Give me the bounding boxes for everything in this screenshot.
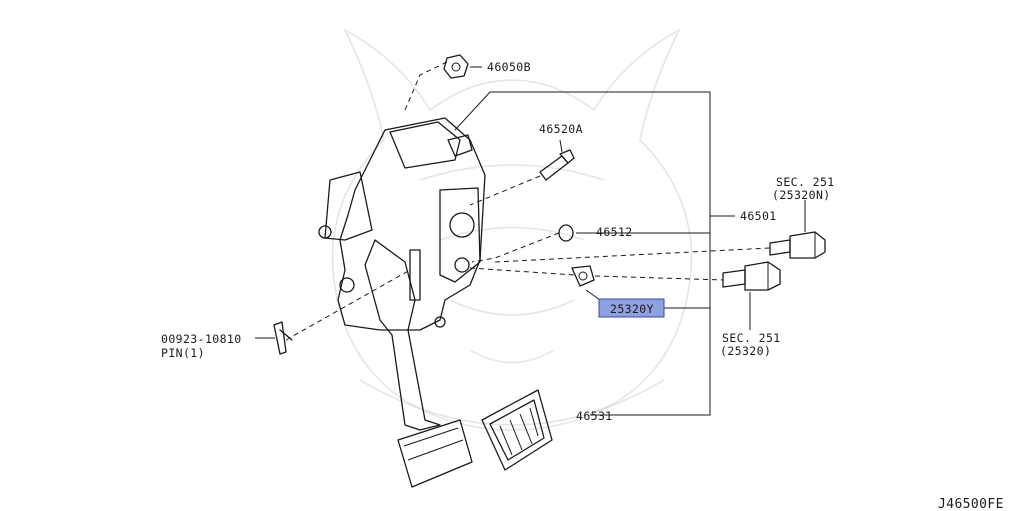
leader-lines: [255, 66, 806, 416]
label-25320y[interactable]: 25320Y: [610, 302, 654, 316]
watermark-emblem: [331, 28, 693, 431]
label-46531[interactable]: 46531: [576, 409, 613, 423]
dashed-guides: [285, 61, 771, 341]
pedal-bracket: [318, 117, 486, 331]
bolt-46520a: [539, 149, 575, 181]
switch-25320n: [769, 231, 826, 259]
label-pin-name: PIN(1): [161, 346, 205, 360]
pedal-pad: [481, 389, 553, 471]
label-46050b[interactable]: 46050B: [487, 60, 531, 74]
label-46512[interactable]: 46512: [596, 225, 633, 239]
switch-25320: [722, 261, 781, 291]
diagram-code: J46500FE: [938, 497, 1004, 511]
label-sec251-n[interactable]: SEC. 251: [776, 175, 835, 189]
nut-46050b: [443, 54, 469, 79]
label-pin-part[interactable]: 00923-10810: [161, 332, 242, 346]
clip-25320y: [571, 265, 595, 287]
clutch-pedal: [364, 239, 473, 488]
label-sec251[interactable]: SEC. 251: [722, 331, 781, 345]
label-25320: (25320): [720, 344, 771, 358]
label-46501[interactable]: 46501: [740, 209, 777, 223]
pin-00923: [273, 321, 293, 355]
label-46520a[interactable]: 46520A: [539, 122, 583, 136]
highlight-box-25320y[interactable]: [598, 298, 665, 318]
label-25320n: (25320N): [772, 188, 831, 202]
callout-labels: 46050B 46520A 46501 46512 25320Y 46531 0…: [161, 60, 1004, 511]
